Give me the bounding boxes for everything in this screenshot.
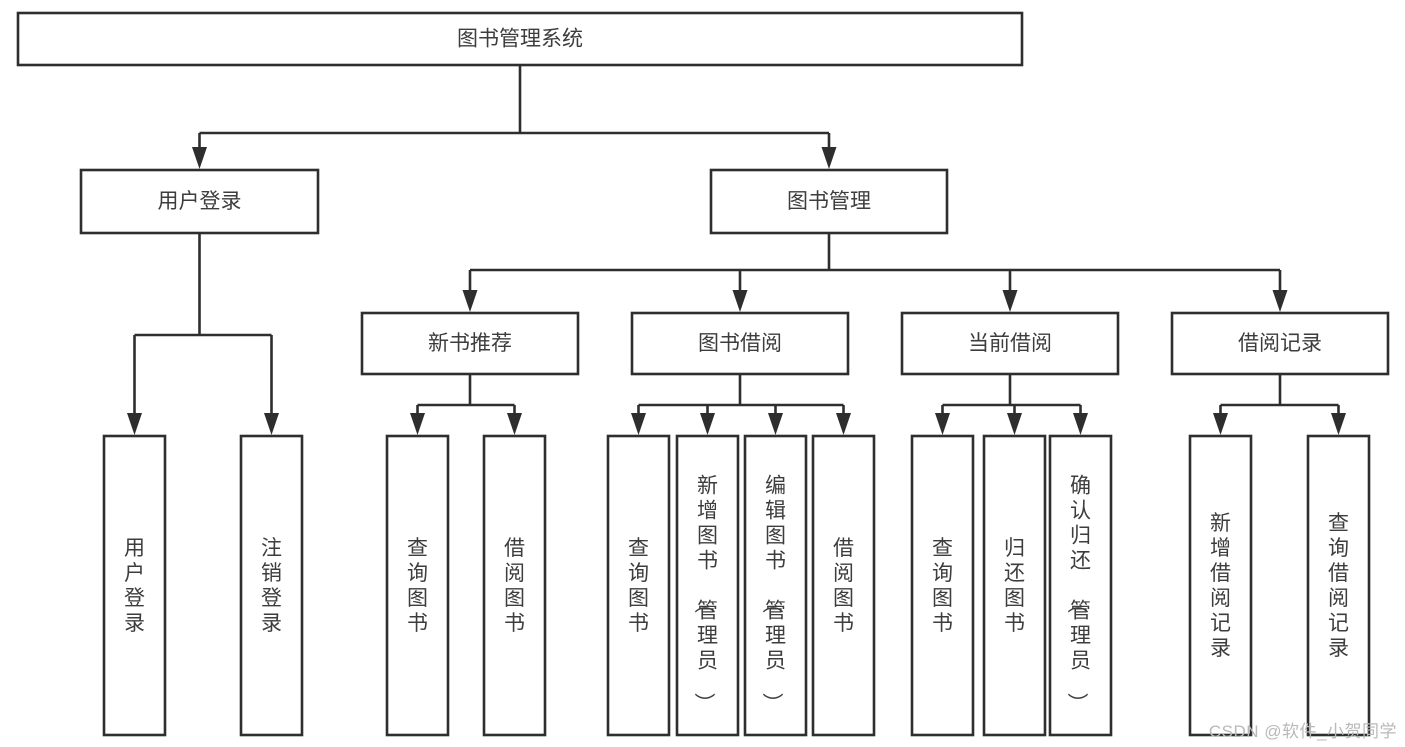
node-login[interactable]: 用户登录 bbox=[79, 168, 320, 235]
edge-arrowhead-icon bbox=[462, 290, 478, 312]
node-leaf-bor-4[interactable]: 借阅图书 bbox=[811, 434, 876, 737]
node-label: 借阅记录 bbox=[1238, 332, 1322, 355]
edge-arrowhead-icon bbox=[264, 413, 279, 435]
node-box[interactable] bbox=[102, 434, 167, 737]
node-label: 归还图书 bbox=[1004, 537, 1025, 635]
node-label: 借阅图书 bbox=[504, 537, 525, 635]
node-leaf-bor-3[interactable]: 编辑图书（管理员） bbox=[743, 434, 808, 737]
node-leaf-bor-2[interactable]: 新增图书（管理员） bbox=[675, 434, 740, 737]
node-label: 编辑图书（管理员） bbox=[760, 475, 786, 714]
edge-arrowhead-icon bbox=[1272, 290, 1288, 312]
node-box[interactable] bbox=[630, 311, 850, 376]
node-label: 借阅图书 bbox=[833, 537, 854, 635]
edge-arrowhead-icon bbox=[410, 413, 425, 435]
node-box[interactable] bbox=[900, 311, 1120, 376]
edge-arrowhead-icon bbox=[935, 413, 950, 435]
edge-arrowhead-icon bbox=[732, 290, 748, 312]
node-leaf-bor-1[interactable]: 查询图书 bbox=[606, 434, 671, 737]
node-box[interactable] bbox=[482, 434, 547, 737]
node-box[interactable] bbox=[1306, 434, 1371, 737]
node-leaf-cur-3[interactable]: 确认归还（管理员） bbox=[1048, 434, 1113, 737]
edge-arrowhead-icon bbox=[631, 413, 646, 435]
node-borrow[interactable]: 图书借阅 bbox=[630, 311, 850, 376]
edges-layer bbox=[127, 65, 1346, 435]
node-box[interactable] bbox=[239, 434, 304, 737]
node-box[interactable] bbox=[1188, 434, 1253, 737]
edge-arrowhead-icon bbox=[821, 147, 837, 169]
edge-group-borrow bbox=[631, 374, 851, 435]
edge-arrowhead-icon bbox=[507, 413, 522, 435]
node-box[interactable] bbox=[743, 434, 808, 737]
node-leaf-rec-2[interactable]: 查询借阅记录 bbox=[1306, 434, 1371, 737]
node-label: 查询图书 bbox=[628, 537, 649, 635]
node-box[interactable] bbox=[360, 311, 580, 376]
node-label: 新增图书（管理员） bbox=[692, 475, 718, 714]
node-label: 图书借阅 bbox=[698, 332, 782, 355]
edge-group-login bbox=[127, 233, 279, 435]
edge-arrowhead-icon bbox=[1002, 290, 1018, 312]
edge-arrowhead-icon bbox=[1007, 413, 1022, 435]
node-label: 查询图书 bbox=[407, 537, 428, 635]
nodes-layer: 图书管理系统用户登录图书管理新书推荐图书借阅当前借阅借阅记录用户登录注销登录查询… bbox=[16, 11, 1390, 737]
node-root[interactable]: 图书管理系统 bbox=[16, 11, 1024, 67]
edge-arrowhead-icon bbox=[700, 413, 715, 435]
edge-arrowhead-icon bbox=[192, 147, 207, 169]
node-box[interactable] bbox=[675, 434, 740, 737]
edge-group-newbook bbox=[410, 374, 522, 435]
edge-group-root bbox=[192, 65, 837, 169]
node-label: 当前借阅 bbox=[968, 332, 1052, 355]
node-label: 查询借阅记录 bbox=[1328, 512, 1349, 660]
edge-group-bookmgmt bbox=[462, 233, 1288, 312]
node-label: 确认归还（管理员） bbox=[1065, 475, 1091, 714]
node-box[interactable] bbox=[1170, 311, 1390, 376]
node-record[interactable]: 借阅记录 bbox=[1170, 311, 1390, 376]
edge-arrowhead-icon bbox=[1331, 413, 1346, 435]
node-box[interactable] bbox=[910, 434, 975, 737]
node-label: 用户登录 bbox=[124, 537, 145, 635]
node-box[interactable] bbox=[982, 434, 1047, 737]
node-box[interactable] bbox=[709, 168, 949, 235]
node-box[interactable] bbox=[606, 434, 671, 737]
node-leaf-cur-1[interactable]: 查询图书 bbox=[910, 434, 975, 737]
node-leaf-login-2[interactable]: 注销登录 bbox=[239, 434, 304, 737]
edge-arrowhead-icon bbox=[768, 413, 783, 435]
node-box[interactable] bbox=[1048, 434, 1113, 737]
node-bookmgmt[interactable]: 图书管理 bbox=[709, 168, 949, 235]
node-label: 新书推荐 bbox=[428, 332, 512, 355]
node-leaf-rec-1[interactable]: 新增借阅记录 bbox=[1188, 434, 1253, 737]
node-label: 用户登录 bbox=[158, 190, 242, 213]
node-leaf-new-1[interactable]: 查询图书 bbox=[385, 434, 450, 737]
node-box[interactable] bbox=[79, 168, 320, 235]
node-leaf-cur-2[interactable]: 归还图书 bbox=[982, 434, 1047, 737]
node-label: 图书管理系统 bbox=[457, 28, 583, 51]
node-label: 注销登录 bbox=[261, 537, 282, 635]
node-box[interactable] bbox=[16, 11, 1024, 67]
node-label: 新增借阅记录 bbox=[1210, 512, 1231, 660]
node-label: 图书管理 bbox=[787, 190, 871, 213]
edge-group-current bbox=[935, 374, 1088, 435]
node-label: 查询图书 bbox=[932, 537, 953, 635]
edge-arrowhead-icon bbox=[127, 413, 142, 435]
edge-arrowhead-icon bbox=[1213, 413, 1228, 435]
edge-arrowhead-icon bbox=[836, 413, 851, 435]
edge-arrowhead-icon bbox=[1073, 413, 1088, 435]
node-box[interactable] bbox=[811, 434, 876, 737]
edge-group-record bbox=[1213, 374, 1346, 435]
node-leaf-new-2[interactable]: 借阅图书 bbox=[482, 434, 547, 737]
node-current[interactable]: 当前借阅 bbox=[900, 311, 1120, 376]
node-newbook[interactable]: 新书推荐 bbox=[360, 311, 580, 376]
node-leaf-login-1[interactable]: 用户登录 bbox=[102, 434, 167, 737]
node-box[interactable] bbox=[385, 434, 450, 737]
